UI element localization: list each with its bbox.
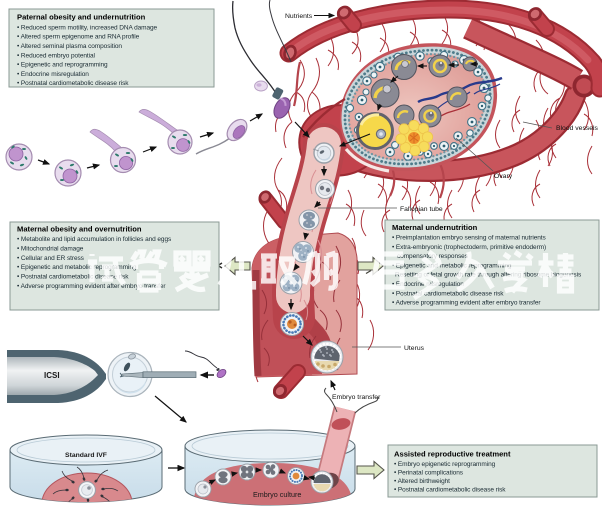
svg-text:• Altered birthweight: • Altered birthweight (394, 478, 450, 485)
svg-text:Embryo transfer: Embryo transfer (332, 394, 381, 401)
svg-text:• Endocrine misregulation: • Endocrine misregulation (17, 71, 89, 78)
svg-text:Ovary: Ovary (494, 173, 513, 180)
svg-text:ICSI: ICSI (44, 371, 60, 380)
svg-text:Resetting of fetal growth rate: Resetting of fetal growth rate through a… (395, 272, 582, 279)
svg-text:• Adverse programming evident: • Adverse programming evident after embr… (392, 300, 541, 307)
svg-text:Maternal undernutrition: Maternal undernutrition (392, 223, 478, 232)
svg-text:Standard IVF: Standard IVF (65, 452, 107, 459)
svg-text:• Postnatal cardiometabolic di: • Postnatal cardiometabolic disease risk (394, 487, 506, 494)
svg-text:• Preimplantation embryo sensi: • Preimplantation embryo sensing of mate… (392, 235, 547, 242)
svg-text:• Perinatal complications: • Perinatal complications (394, 470, 464, 477)
svg-text:• Postnatal cardiometabolic di: • Postnatal cardiometabolic disease risk (17, 274, 129, 281)
svg-text:Maternal obesity and overnutri: Maternal obesity and overnutrition (17, 225, 142, 234)
svg-text:• Postnatal cardiometabolic di: • Postnatal cardiometabolic disease risk (17, 80, 129, 87)
svg-text:Uterus: Uterus (404, 345, 425, 352)
svg-text:Blood vessels: Blood vessels (556, 125, 599, 132)
svg-text:• Embryo epigenetic reprogramm: • Embryo epigenetic reprogramming (394, 461, 496, 468)
svg-text:• Altered seminal plasma compo: • Altered seminal plasma composition (17, 43, 122, 50)
svg-text:• Reduced sperm motility, incr: • Reduced sperm motility, increased DNA … (17, 24, 158, 31)
svg-text:• Reduced embryo potential: • Reduced embryo potential (17, 52, 96, 59)
svg-text:• Epigenetic and reprogramming: • Epigenetic and reprogramming (17, 62, 108, 69)
svg-text:Fallopian tube: Fallopian tube (400, 206, 443, 213)
svg-text:• Cellular and ER stress: • Cellular and ER stress (17, 255, 85, 262)
svg-text:• Epigenetic and metabolic rep: • Epigenetic and metabolic reprogramming (17, 264, 137, 271)
svg-text:• Mitochondrial damage: • Mitochondrial damage (17, 245, 84, 252)
svg-text:Nutrients: Nutrients (285, 13, 313, 20)
svg-text:• Adverse programming evident: • Adverse programming evident after embr… (17, 283, 166, 290)
svg-text:• Extra-embryonic (trophectode: • Extra-embryonic (trophectoderm, primit… (392, 244, 546, 251)
svg-text:Assisted reproductive treatmen: Assisted reproductive treatment (394, 450, 511, 459)
svg-text:Embryo culture: Embryo culture (253, 490, 301, 499)
svg-text:• Epigenetic and metabolic rep: • Epigenetic and metabolic reprogramming (392, 262, 512, 269)
svg-text:• Postnatal cardiometabolic di: • Postnatal cardiometabolic disease risk (392, 290, 504, 297)
svg-text:• Altered sperm epigenome and: • Altered sperm epigenome and RNA profil… (17, 34, 140, 41)
svg-text:Paternal obesity and undernutr: Paternal obesity and undernutrition (17, 13, 146, 22)
svg-text:• Metabolite and lipid accumul: • Metabolite and lipid accumulation in f… (17, 236, 172, 243)
